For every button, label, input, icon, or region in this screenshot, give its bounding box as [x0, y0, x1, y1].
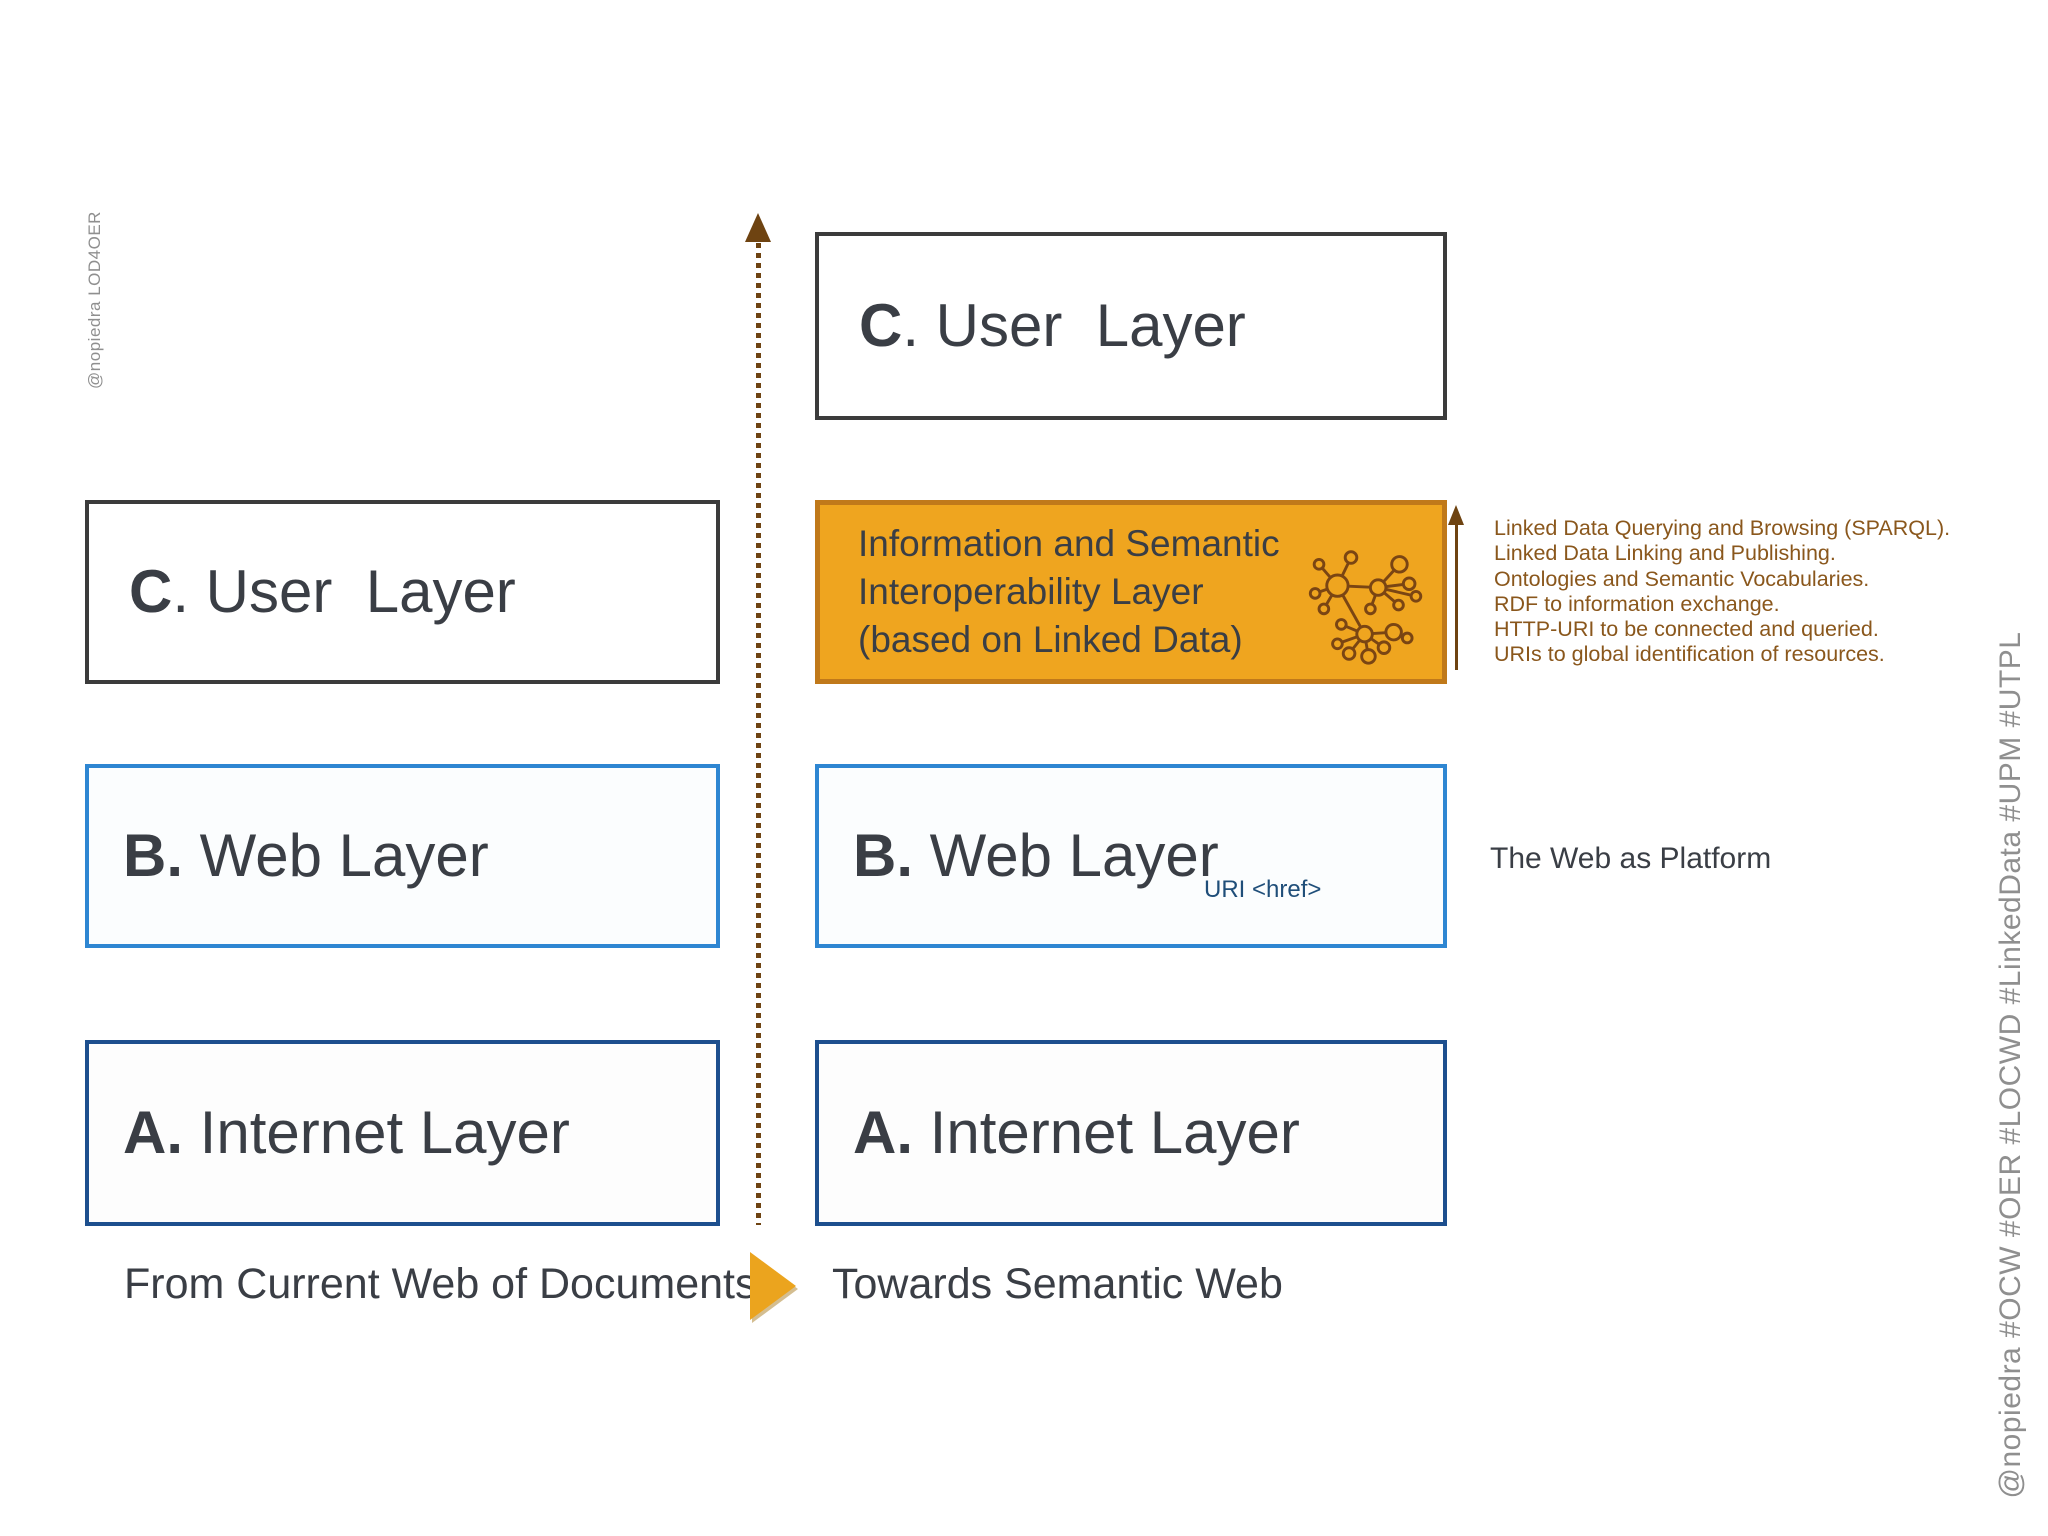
layer-label: A. Internet Layer [853, 1103, 1300, 1163]
upward-arrow-head-icon [745, 213, 771, 242]
box-left-user-layer: C. User Layer [85, 500, 720, 684]
semantic-layer-label: Information and Semantic Interoperabilit… [858, 520, 1280, 664]
box-left-internet-layer: A. Internet Layer [85, 1040, 720, 1226]
layer-name: Web Layer [913, 822, 1219, 889]
semantic-line-3: (based on Linked Data) [858, 619, 1243, 661]
feature-item: Linked Data Querying and Browsing (SPARQ… [1494, 516, 1951, 540]
layer-name: Internet Layer [183, 1099, 570, 1166]
web-as-platform-label: The Web as Platform [1490, 842, 1772, 875]
watermark-right: @nopiedra #OCW #OER #LOCWD #LinkedData #… [1994, 631, 2027, 1499]
box-right-user-layer: C. User Layer [815, 232, 1447, 420]
layer-letter: A. [853, 1099, 913, 1166]
layer-name: Web Layer [183, 822, 489, 889]
linked-data-network-icon [1308, 550, 1423, 665]
layer-label: C. User Layer [859, 296, 1246, 356]
feature-item: RDF to information exchange. [1494, 591, 1780, 616]
layer-name: . User Layer [172, 558, 516, 625]
layer-name: Internet Layer [913, 1099, 1300, 1166]
box-semantic-interoperability-layer: Information and Semantic Interoperabilit… [815, 500, 1447, 684]
layer-label: B. Web Layer [123, 826, 489, 886]
layer-letter: C [859, 292, 903, 359]
semantic-line-2: Interoperability Layer [858, 570, 1204, 612]
feature-item: URIs to global identification of resourc… [1494, 642, 1885, 667]
layer-letter: B. [853, 822, 913, 889]
caption-towards-semantic-web: Towards Semantic Web [832, 1260, 1283, 1308]
box-right-web-layer: B. Web Layer URI <href> [815, 764, 1447, 948]
feature-item: Ontologies and Semantic Vocabularies. [1494, 566, 1870, 591]
uri-href-tag: URI <href> [1204, 876, 1322, 903]
layer-letter: C [129, 558, 173, 625]
layer-label: A. Internet Layer [123, 1103, 570, 1163]
upward-dotted-arrow [756, 243, 761, 1225]
layer-label: B. Web Layer [853, 826, 1219, 886]
caption-from-web-of-documents: From Current Web of Documents [124, 1260, 757, 1308]
box-right-internet-layer: A. Internet Layer [815, 1040, 1447, 1226]
annotation-arrow-head-icon [1448, 505, 1464, 525]
linked-data-feature-list: Linked Data Querying and Browsing (SPARQ… [1494, 516, 1950, 668]
layer-letter: A. [123, 1099, 183, 1166]
layer-label: C. User Layer [129, 562, 516, 622]
transition-triangle-icon [750, 1252, 796, 1320]
feature-item: Linked Data Linking and Publishing. [1494, 541, 1836, 566]
layer-letter: B. [123, 822, 183, 889]
semantic-line-1: Information and Semantic [858, 522, 1280, 564]
annotation-arrow [1455, 524, 1458, 670]
layer-name: . User Layer [902, 292, 1246, 359]
feature-item: HTTP-URI to be connected and queried. [1494, 617, 1879, 642]
box-left-web-layer: B. Web Layer [85, 764, 720, 948]
watermark-left: @nopiedra LOD4OER [85, 211, 104, 389]
